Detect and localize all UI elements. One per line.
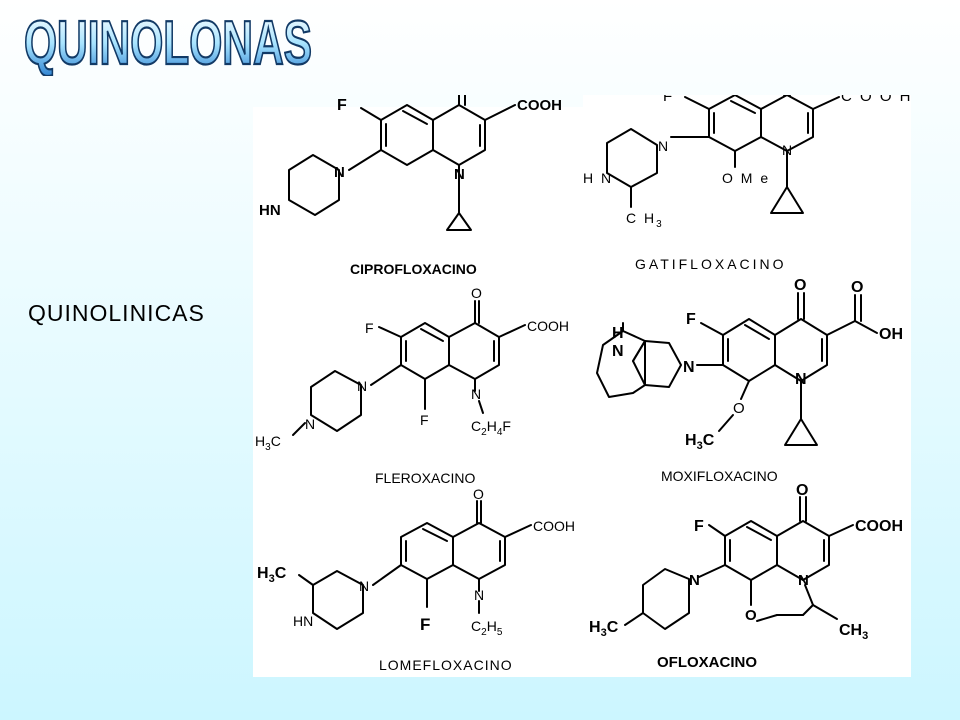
flero-h3c: H3C <box>255 433 281 453</box>
gati-ch3: C H3 <box>626 210 664 230</box>
cipro-n1: N <box>454 166 465 183</box>
moxi-oh: OH <box>879 326 903 343</box>
oflo-ch3: CH3 <box>839 622 868 642</box>
oflo-n-pip: N <box>689 572 700 589</box>
gati-ome: O M e <box>722 170 770 186</box>
lome-n-pip: N <box>359 578 369 594</box>
gati-n1: N <box>782 142 792 158</box>
flero-o: O <box>471 285 482 301</box>
oflo-f: F <box>694 518 704 535</box>
oflo-name: OFLOXACINO <box>657 654 757 671</box>
moxi-name: MOXIFLOXACINO <box>661 468 778 484</box>
lome-name: LOMEFLOXACINO <box>379 657 513 673</box>
flero-f6: F <box>365 320 374 336</box>
moxi-o2: O <box>851 279 863 296</box>
lome-cooh: COOH <box>533 518 575 534</box>
structure-moxifloxacino <box>596 292 878 446</box>
flero-c2h4f: C2H4F <box>471 418 511 438</box>
cipro-cooh: COOH <box>517 97 562 114</box>
oflo-cooh: COOH <box>855 518 903 535</box>
moxi-n1: N <box>795 371 807 388</box>
structure-lomefloxacino <box>298 500 532 630</box>
lome-n1: N <box>474 587 484 603</box>
moxi-oe: O <box>733 400 745 417</box>
side-label: QUINOLINICAS <box>28 300 205 326</box>
gati-n-pip: N <box>658 138 668 154</box>
flero-n-b: N <box>305 416 315 432</box>
flero-cooh: COOH <box>527 318 569 334</box>
page-title: QUINOLONAS <box>23 8 313 76</box>
structure-fleroxacino <box>292 300 526 436</box>
gati-f: F <box>663 95 672 105</box>
moxi-nh-h: H <box>612 325 624 342</box>
structure-ofloxacino <box>624 496 854 630</box>
moxi-f: F <box>686 311 696 328</box>
page-title-text: QUINOLONAS <box>24 9 312 76</box>
flero-f8: F <box>420 412 429 428</box>
oflo-h3c: H3C <box>589 619 619 639</box>
cipro-n-pip: N <box>334 164 345 181</box>
structure-ciprofloxacino <box>288 95 516 231</box>
lome-c2h5: C2H5 <box>471 618 503 638</box>
flero-n1: N <box>471 386 481 402</box>
oflo-n1: N <box>798 572 809 589</box>
left-panel <box>253 107 583 677</box>
flero-name: FLEROXACINO <box>375 470 475 486</box>
oflo-o-ring: O <box>745 607 757 624</box>
oflo-o: O <box>796 482 808 499</box>
moxi-o: O <box>794 277 806 294</box>
gati-cooh: C O O H <box>841 95 911 105</box>
cipro-name: CIPROFLOXACINO <box>350 261 477 277</box>
moxi-h3c: H3C <box>685 432 715 452</box>
lome-hn: HN <box>293 613 313 629</box>
gati-hn: H N <box>583 170 613 186</box>
structures-sheet: O F COOH N N HN CIPROFLOXACINO O F C O O… <box>253 95 911 677</box>
moxi-n-pyr: N <box>683 359 695 376</box>
lome-h3c: H3C <box>257 565 287 585</box>
cipro-f: F <box>337 97 347 114</box>
cipro-hn: HN <box>259 202 281 219</box>
lome-o: O <box>473 486 484 502</box>
flero-n-a: N <box>357 378 367 394</box>
structure-gatifloxacino <box>606 95 840 214</box>
moxi-nh-n: N <box>612 343 624 360</box>
lome-f: F <box>420 615 430 634</box>
gati-name: GATIFLOXACINO <box>635 256 787 272</box>
